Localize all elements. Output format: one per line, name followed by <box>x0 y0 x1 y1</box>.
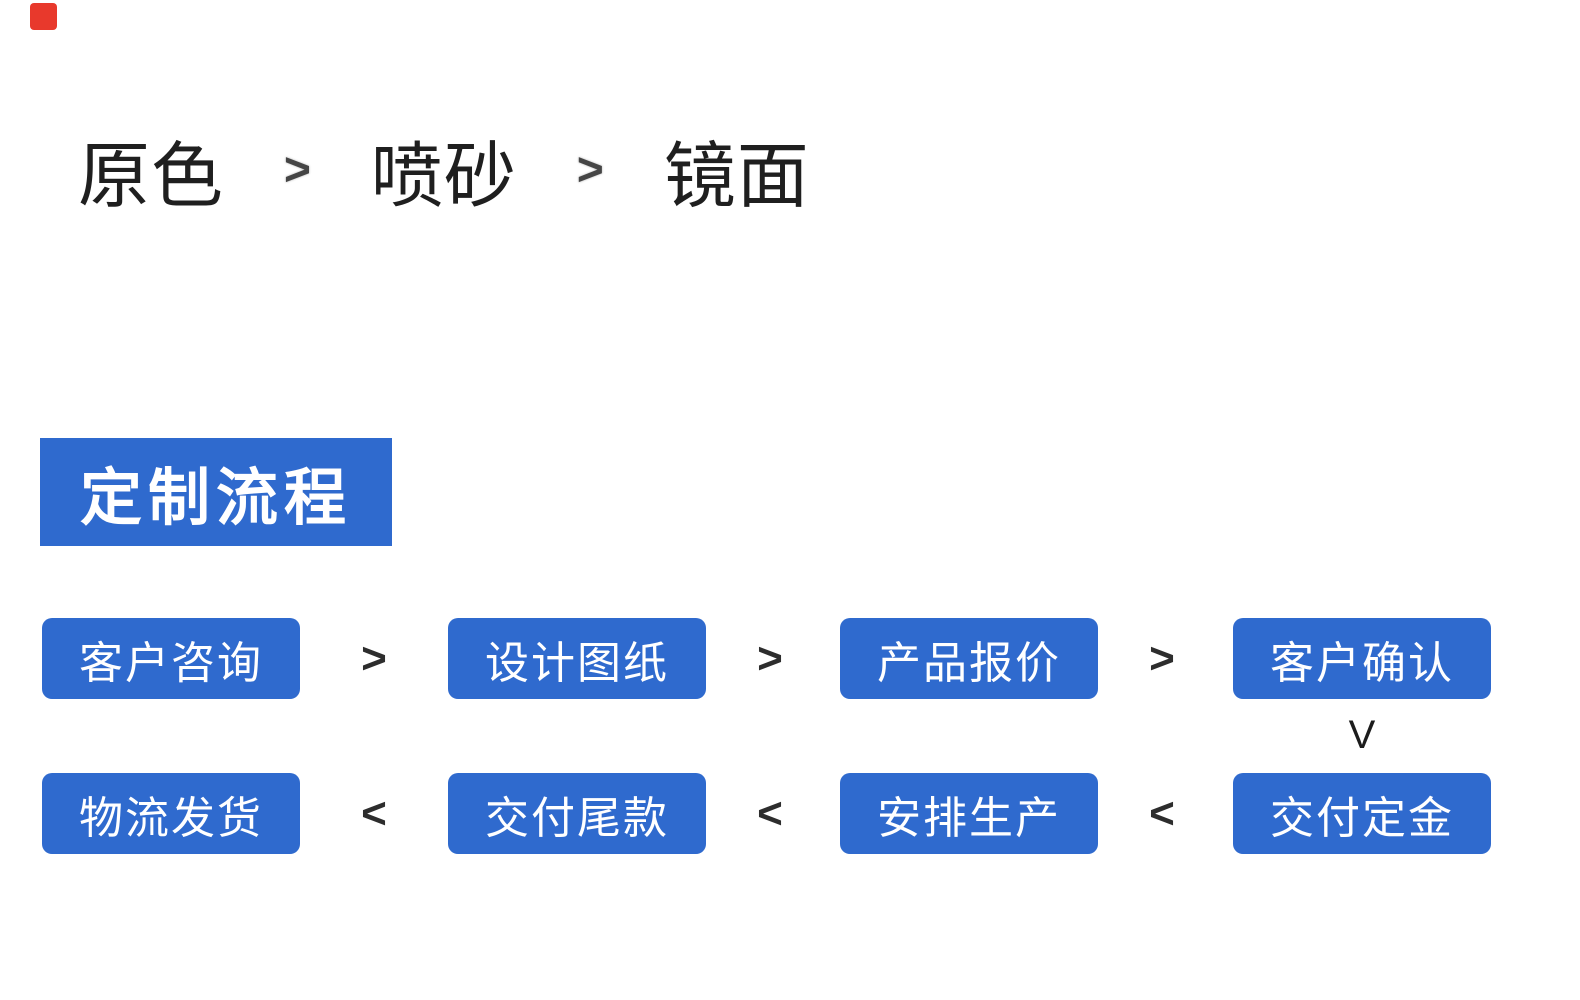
flow-step-customer-inquiry: 客户咨询 <box>42 618 300 699</box>
arrow-left-icon: < <box>361 788 387 838</box>
flow-step-customer-confirm: 客户确认 <box>1233 618 1491 699</box>
arrow-right-icon: > <box>284 143 311 195</box>
finish-options-row: 原色 > 喷砂 > 镜面 <box>78 124 810 217</box>
red-badge <box>30 3 57 30</box>
arrow-left-icon: < <box>1149 788 1175 838</box>
arrow-right-icon: > <box>361 633 387 683</box>
finish-option-sandblast: 喷砂 <box>370 136 517 217</box>
flow-step-deposit-payment: 交付定金 <box>1233 773 1491 854</box>
flow-step-final-payment: 交付尾款 <box>448 773 706 854</box>
arrow-left-icon: < <box>757 788 783 838</box>
arrow-right-icon: > <box>757 633 783 683</box>
arrow-right-icon: > <box>1149 633 1175 683</box>
arrow-right-icon: > <box>576 143 604 195</box>
finish-option-natural: 原色 <box>78 136 225 217</box>
arrow-down-icon: V <box>1348 712 1376 757</box>
flow-step-design-drawing: 设计图纸 <box>448 618 706 699</box>
section-title: 定制流程 <box>79 464 352 533</box>
finish-option-mirror: 镜面 <box>663 136 810 217</box>
flow-step-logistics-shipping: 物流发货 <box>42 773 300 854</box>
flow-step-arrange-production: 安排生产 <box>840 773 1098 854</box>
flow-step-product-quote: 产品报价 <box>840 618 1098 699</box>
section-title-banner: 定制流程 <box>40 438 392 546</box>
